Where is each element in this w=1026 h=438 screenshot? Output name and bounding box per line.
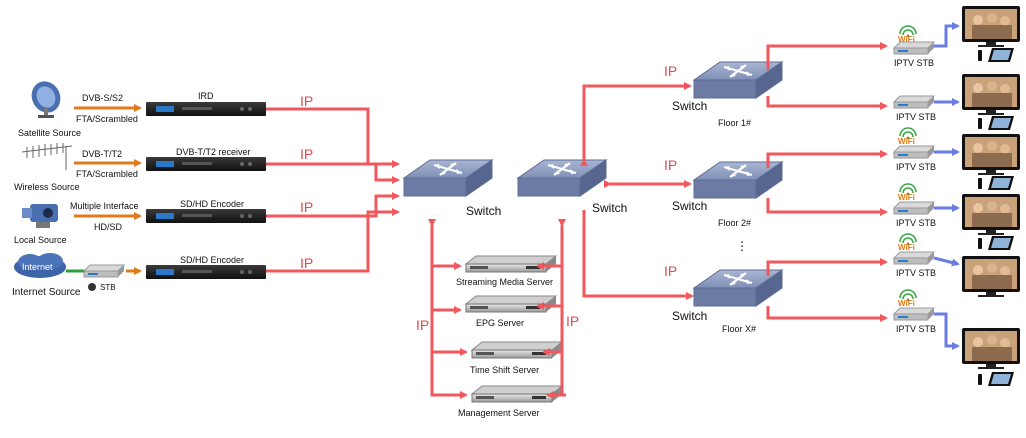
tv-links: [933, 22, 960, 350]
floor1-switch-label: Switch: [672, 99, 707, 113]
wifi-label: WiFi: [898, 137, 915, 146]
wireless-signal-label: DVB-T/T2: [82, 149, 122, 159]
tv-6: [962, 328, 1020, 369]
encoder-local-label: SD/HD Encoder: [180, 199, 244, 209]
wifi-label: WiFi: [898, 243, 915, 252]
tv-1: [962, 6, 1020, 47]
satellite-dish-icon: [31, 81, 61, 118]
wireless-mode-label: FTA/Scrambled: [76, 169, 138, 179]
iptv-stb-5-label: IPTV STB: [896, 268, 936, 278]
ip-label-encoder-local: IP: [300, 199, 313, 215]
antenna-icon: [21, 143, 73, 170]
wifi-label: WiFi: [898, 35, 915, 44]
internet-cloud-icon: Internet: [14, 253, 66, 278]
local-signal-label: Multiple Interface: [70, 201, 139, 211]
epg-server: [465, 295, 557, 313]
ip-label-floor1: IP: [664, 63, 677, 79]
internet-source-label: Internet Source: [12, 287, 81, 298]
core-switch-right-label: Switch: [592, 201, 627, 215]
floorx-label: Floor X#: [722, 324, 756, 334]
streaming-media-server: [465, 255, 557, 273]
svg-text:Internet: Internet: [22, 262, 53, 272]
ip-label-floor2: IP: [664, 157, 677, 173]
tv-4: [962, 194, 1020, 235]
tablet-2: [978, 116, 1014, 130]
iptv-stb-4: [893, 201, 935, 215]
wifi-label: WiFi: [898, 193, 915, 202]
ellipsis-dots: ⋮: [736, 239, 748, 253]
ip-label-server-left: IP: [416, 317, 429, 333]
ip-label-server-right: IP: [566, 313, 579, 329]
camera-icon: [22, 204, 58, 228]
ird-device: [146, 102, 266, 116]
local-mode-label: HD/SD: [94, 222, 123, 232]
epg-server-label: EPG Server: [476, 318, 524, 328]
time-shift-server-label: Time Shift Server: [470, 365, 539, 375]
core-switch-left: [402, 158, 494, 198]
iptv-stb-1-label: IPTV STB: [894, 58, 934, 68]
iptv-stb-2: [893, 95, 935, 109]
iptv-stb-6-label: IPTV STB: [896, 324, 936, 334]
iptv-stb-3-label: IPTV STB: [896, 162, 936, 172]
floorx-switch-label: Switch: [672, 309, 707, 323]
encoder-internet-label: SD/HD Encoder: [180, 255, 244, 265]
ip-label-dvbt: IP: [300, 146, 313, 162]
iptv-stb-2-label: IPTV STB: [896, 112, 936, 122]
encoder-local-device: [146, 209, 266, 223]
local-source-label: Local Source: [14, 235, 67, 245]
satellite-source-label: Satellite Source: [18, 128, 81, 138]
ird-label: IRD: [198, 91, 214, 101]
dvbt-receiver-label: DVB-T/T2 receiver: [176, 147, 251, 157]
stb-bullet-icon: [88, 283, 96, 291]
time-shift-server: [471, 341, 563, 359]
management-server-label: Management Server: [458, 408, 540, 418]
tv-column: [962, 6, 1020, 386]
core-switch-right: [516, 158, 608, 198]
ip-label-ird: IP: [300, 93, 313, 109]
floor2-switch-label: Switch: [672, 199, 707, 213]
iptv-stb-3: [893, 145, 935, 159]
tv-3: [962, 134, 1020, 175]
floor2-label: Floor 2#: [718, 218, 751, 228]
internet-stb-label: STB: [100, 283, 116, 292]
wifi-label: WiFi: [898, 299, 915, 308]
dvbt-receiver-device: [146, 157, 266, 171]
encoder-ip-links: [266, 107, 400, 273]
tablet-6: [978, 372, 1014, 386]
iptv-stb-5: [893, 251, 935, 265]
core-switch-left-label: Switch: [466, 204, 501, 218]
stb-box-icon: [83, 264, 125, 278]
streaming-media-server-label: Streaming Media Server: [456, 277, 553, 287]
encoder-internet-device: [146, 265, 266, 279]
tv-2: [962, 74, 1020, 115]
stb-ip-links: [766, 42, 888, 322]
iptv-stb-4-label: IPTV STB: [896, 218, 936, 228]
floor1-label: Floor 1#: [718, 118, 751, 128]
floor-ip-links: [580, 82, 694, 300]
satellite-mode-label: FTA/Scrambled: [76, 114, 138, 124]
tablet-1: [978, 48, 1014, 62]
ip-label-encoder-internet: IP: [300, 255, 313, 271]
iptv-stb-1: [893, 41, 935, 55]
tablet-3: [978, 176, 1014, 190]
tablet-4: [978, 236, 1014, 250]
wireless-source-label: Wireless Source: [14, 182, 80, 192]
server-ip-links: [428, 219, 566, 399]
satellite-signal-label: DVB-S/S2: [82, 93, 123, 103]
iptv-stb-6: [893, 307, 935, 321]
stb-column: WiFi IPTV STB IPTV STB WiFi IPTV STB WiF…: [893, 25, 936, 334]
ip-label-floorx: IP: [664, 263, 677, 279]
tv-5: [962, 256, 1020, 297]
